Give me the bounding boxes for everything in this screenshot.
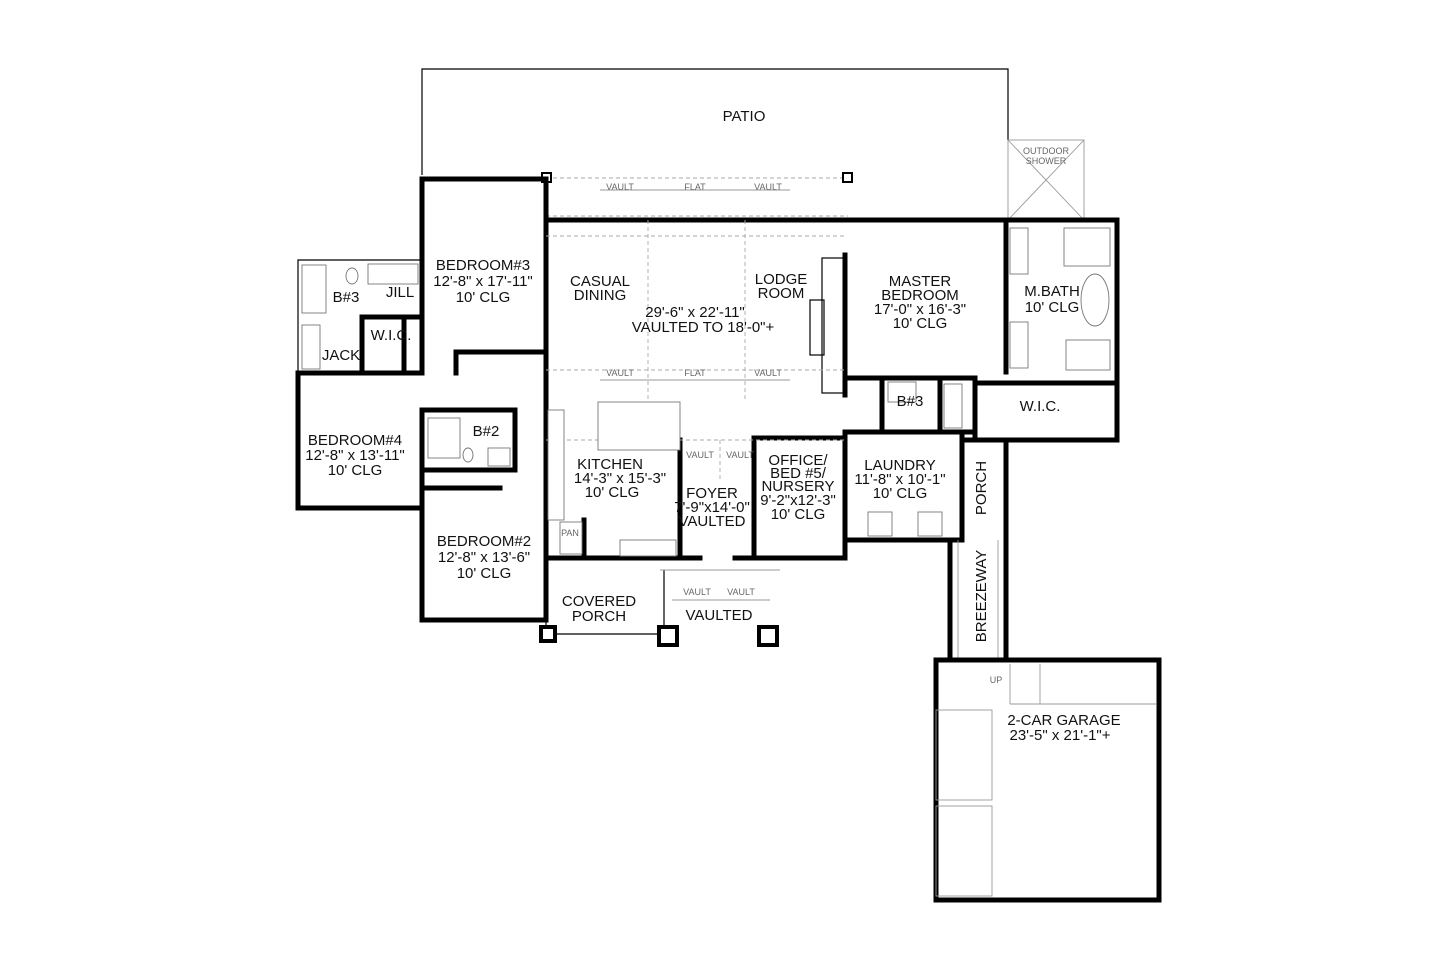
vault-note-8: VAULT <box>727 587 755 597</box>
master-bedroom-name: MASTER <box>889 273 952 290</box>
lodge-room-label-2: ROOM <box>758 285 805 302</box>
office-name-3: NURSERY <box>761 478 834 495</box>
vault-note-4: VAULT <box>754 368 782 378</box>
bedroom4-clg: 10' CLG <box>328 462 383 479</box>
vault-note-6: VAULT <box>726 450 754 460</box>
office-size: 9'-2"x12'-3" <box>760 492 836 509</box>
wic-master-label: W.I.C. <box>1020 398 1061 415</box>
pantry-label: PAN <box>561 528 579 538</box>
flat-note-2: FLAT <box>684 368 706 378</box>
office-name-2: BED #5/ <box>770 465 827 482</box>
foyer-clg: VAULTED <box>679 513 746 530</box>
lodge-room-label: LODGE <box>755 271 808 288</box>
outdoor-shower-label-2: SHOWER <box>1026 156 1067 166</box>
bath2-label: B#2 <box>473 423 500 440</box>
kitchen-island <box>547 401 681 557</box>
covered-porch-label: COVERED <box>562 593 636 610</box>
casual-dining-label: CASUAL <box>570 273 630 290</box>
patio <box>421 68 1009 175</box>
breezeway <box>947 437 1009 661</box>
patio-beam <box>541 172 853 217</box>
walls <box>295 176 1120 623</box>
bedroom4-name: BEDROOM#4 <box>308 432 402 449</box>
bedroom3-size: 12'-8" x 17'-11" <box>433 273 533 290</box>
bath3-right-label: B#3 <box>897 393 924 410</box>
master-bedroom-size: 17'-0" x 16'-3" <box>874 301 966 318</box>
patio-label: PATIO <box>723 108 766 125</box>
great-room-size: 29'-6" x 22'-11" <box>645 304 745 321</box>
master-bath-clg: 10' CLG <box>1025 299 1080 316</box>
garage-up-note: UP <box>990 675 1003 685</box>
foyer-size: 7'-9"x14'-0" <box>674 499 750 516</box>
laundry-size: 11'-8" x 10'-1" <box>854 471 945 488</box>
kitchen-name: KITCHEN <box>577 456 643 473</box>
entry-porch-label: VAULTED <box>686 607 753 624</box>
bath3-left-label: B#3 <box>333 289 360 306</box>
laundry-clg: 10' CLG <box>873 485 928 502</box>
covered-porch-label-2: PORCH <box>572 608 626 625</box>
porch-side-label: PORCH <box>973 461 990 515</box>
great-room-vault: VAULTED TO 18'-0"+ <box>632 319 775 336</box>
jill-label: JILL <box>386 284 414 301</box>
bath-fixtures <box>301 227 1111 537</box>
master-bedroom-clg: 10' CLG <box>893 315 948 332</box>
kitchen-clg: 10' CLG <box>585 484 640 501</box>
bedroom2-name: BEDROOM#2 <box>437 533 531 550</box>
office-name: OFFICE/ <box>768 452 828 469</box>
outdoor-shower-label: OUTDOOR <box>1023 146 1069 156</box>
vault-note-1: VAULT <box>606 182 634 192</box>
casual-dining-label-2: DINING <box>574 287 627 304</box>
flat-note-1: FLAT <box>684 182 706 192</box>
master-bedroom-name-2: BEDROOM <box>881 287 959 304</box>
jack-label: JACK <box>322 347 360 364</box>
bedroom3-name: BEDROOM#3 <box>436 257 530 274</box>
vault-note-3: VAULT <box>606 368 634 378</box>
garage-size: 23'-5" x 21'-1"+ <box>1009 727 1110 744</box>
vault-note-2: VAULT <box>754 182 782 192</box>
vault-note-5: VAULT <box>686 450 714 460</box>
foyer-name: FOYER <box>686 485 738 502</box>
wic-left-label: W.I.C. <box>371 327 412 344</box>
garage <box>933 657 1162 903</box>
bedroom2-size: 12'-8" x 13'-6" <box>438 549 530 566</box>
bedroom2-clg: 10' CLG <box>457 565 512 582</box>
bedroom4-size: 12'-8" x 13'-11" <box>305 447 405 464</box>
laundry-name: LAUNDRY <box>864 457 935 474</box>
vault-lines <box>546 220 845 480</box>
vault-note-7: VAULT <box>683 587 711 597</box>
kitchen-size: 14'-3" x 15'-3" <box>574 470 666 487</box>
covered-porch <box>539 569 780 647</box>
master-bath-name: M.BATH <box>1024 283 1080 300</box>
bedroom3-clg: 10' CLG <box>456 289 511 306</box>
garage-name: 2-CAR GARAGE <box>1007 712 1120 729</box>
breezeway-label: BREEZEWAY <box>973 550 990 643</box>
office-clg: 10' CLG <box>771 506 826 523</box>
